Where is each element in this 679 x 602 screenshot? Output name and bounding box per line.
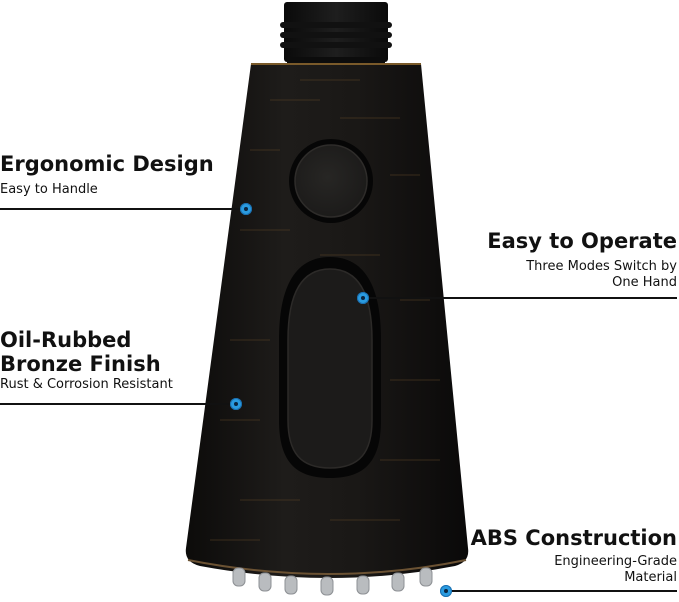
callout-line <box>0 403 232 405</box>
feature-subtitle-line2: One Hand <box>612 275 677 290</box>
feature-subtitle-line1: Engineering-Grade <box>554 554 677 569</box>
feature-title: Easy to Operate <box>487 229 677 253</box>
callout-dot-icon <box>357 292 369 304</box>
callout-line <box>450 590 677 592</box>
feature-title-line2: Bronze Finish <box>0 352 161 376</box>
feature-easy-to-operate: Easy to Operate Three Modes Switch by On… <box>487 229 677 291</box>
feature-subtitle-line1: Three Modes Switch by <box>526 259 677 274</box>
callout-dot-icon <box>230 398 242 410</box>
feature-title-line1: Oil-Rubbed <box>0 328 132 352</box>
callout-line <box>368 297 677 299</box>
feature-title: ABS Construction <box>470 526 677 550</box>
feature-title: Ergonomic Design <box>0 152 214 176</box>
threaded-connector <box>280 2 392 63</box>
oval-mode-switch <box>279 257 381 478</box>
feature-subtitle: Rust & Corrosion Resistant <box>0 377 173 392</box>
feature-abs-construction: ABS Construction Engineering-Grade Mater… <box>471 526 677 586</box>
feature-oil-rubbed-bronze: Oil-Rubbed Bronze Finish Rust & Corrosio… <box>0 328 173 393</box>
feature-subtitle: Easy to Handle <box>0 182 98 197</box>
spray-nozzles <box>232 567 433 596</box>
round-button <box>289 139 373 223</box>
feature-ergonomic-design: Ergonomic Design Easy to Handle <box>0 152 214 198</box>
callout-dot-icon <box>440 585 452 597</box>
callout-line <box>0 208 240 210</box>
callout-dot-icon <box>240 203 252 215</box>
feature-subtitle-line2: Material <box>624 570 677 585</box>
